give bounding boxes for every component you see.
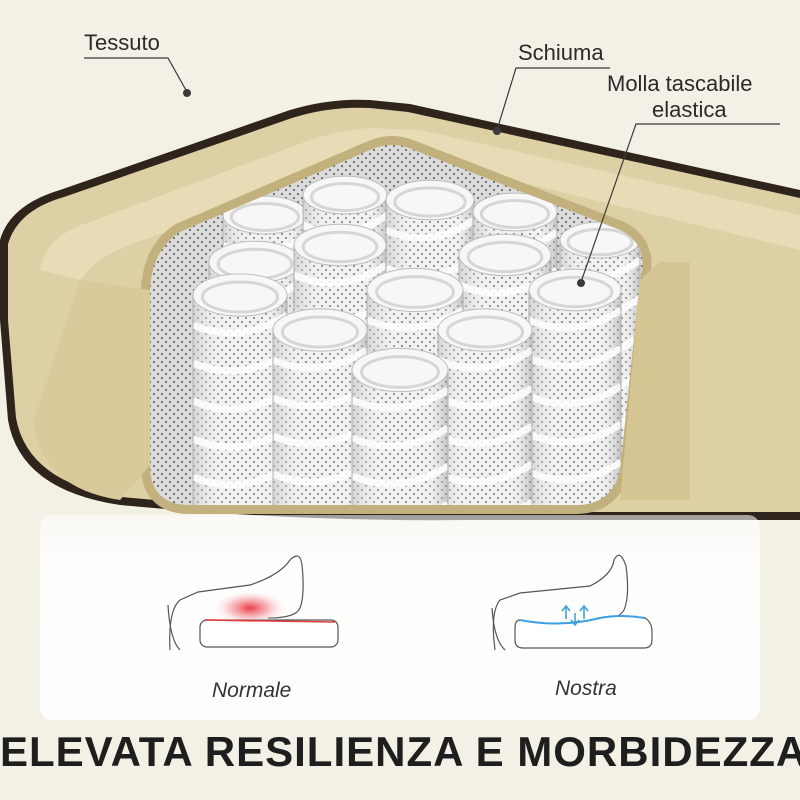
pocket-spring-coil [527,268,623,505]
normal-caption: Normale [212,679,292,702]
foam-label: Schiuma [518,40,604,65]
pocket-spring-coil [436,308,534,505]
pocket-spring-coil [191,273,289,505]
leader-lines [84,57,780,287]
spring-leader-line [580,123,780,283]
pocket-springs [191,175,643,505]
headline: ELEVATA RESILIENZA E MORBIDEZZA [0,728,800,775]
foam-leader-dot [493,127,501,135]
fabric-leader-line [84,57,188,93]
fabric-leader-dot [183,89,191,97]
pocket-spring-coil [350,347,450,505]
normal-mattress-figure [167,555,339,651]
foam-leader-line [496,67,610,131]
spring-leader-dot [577,279,585,287]
comparison-panel [40,515,760,720]
pocket-spring-label-line2: elastica [652,97,727,122]
ours-caption: Nostra [555,677,617,700]
pressure-point-red [212,590,288,626]
pocket-spring-label-line1: Molla tascabile [607,71,753,96]
our-mattress-figure [491,554,653,651]
fabric-label: Tessuto [84,30,160,55]
pressure-arrows-blue [561,604,589,627]
